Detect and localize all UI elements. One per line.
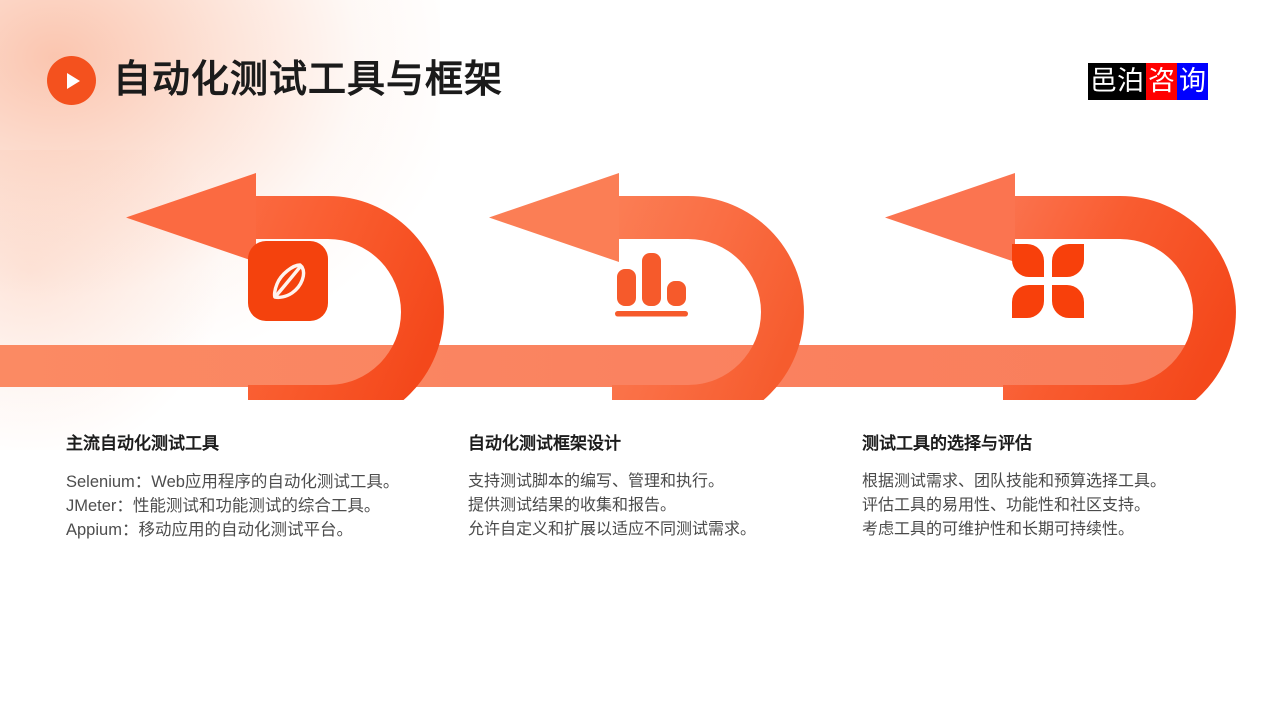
column-2-title: 自动化测试框架设计 bbox=[468, 434, 621, 453]
flow-step-3-icon-slot bbox=[1000, 233, 1096, 329]
brand-logo-black-part: 邑泊 bbox=[1088, 63, 1146, 100]
list-item: 考虑工具的可维护性和长期可持续性。 bbox=[862, 521, 1135, 538]
list-item: Selenium：Web应用程序的自动化测试工具。 bbox=[66, 473, 400, 491]
column-1-lines: Selenium：Web应用程序的自动化测试工具。 JMeter：性能测试和功能… bbox=[66, 470, 458, 542]
list-item: 评估工具的易用性、功能性和社区支持。 bbox=[862, 497, 1151, 514]
list-item: 允许自定义和扩展以适应不同测试需求。 bbox=[468, 521, 757, 538]
list-item: Appium：移动应用的自动化测试平台。 bbox=[66, 521, 353, 539]
page-title: 自动化测试工具与框架 bbox=[113, 59, 504, 101]
column-1-title: 主流自动化测试工具 bbox=[66, 434, 219, 453]
flow-hook-3 bbox=[885, 173, 1236, 400]
brand-logo: 邑泊 咨 询 bbox=[1088, 63, 1208, 100]
list-item: JMeter：性能测试和功能测试的综合工具。 bbox=[66, 497, 381, 515]
list-item: 根据测试需求、团队技能和预算选择工具。 bbox=[862, 473, 1167, 490]
column-2-lines: 支持测试脚本的编写、管理和执行。 提供测试结果的收集和报告。 允许自定义和扩展以… bbox=[468, 470, 850, 542]
slide-header: 自动化测试工具与框架 邑泊 咨 询 bbox=[0, 0, 1280, 140]
content-column-1: 主流自动化测试工具 Selenium：Web应用程序的自动化测试工具。 JMet… bbox=[66, 432, 458, 542]
content-column-3: 测试工具的选择与评估 根据测试需求、团队技能和预算选择工具。 评估工具的易用性、… bbox=[862, 432, 1242, 542]
content-columns: 主流自动化测试工具 Selenium：Web应用程序的自动化测试工具。 JMet… bbox=[0, 432, 1280, 572]
column-3-title: 测试工具的选择与评估 bbox=[862, 434, 1032, 453]
flow-hook-1 bbox=[126, 173, 444, 400]
flow-step-1-icon-slot bbox=[240, 233, 336, 329]
flow-step-2-icon-slot bbox=[603, 233, 699, 329]
four-petal-clover-icon bbox=[1012, 244, 1084, 318]
leaf-pen-icon bbox=[248, 241, 328, 321]
play-icon bbox=[47, 56, 96, 105]
brand-logo-red-part: 咨 bbox=[1146, 63, 1177, 100]
process-flow-graphic bbox=[0, 140, 1280, 400]
content-column-2: 自动化测试框架设计 支持测试脚本的编写、管理和执行。 提供测试结果的收集和报告。… bbox=[468, 432, 850, 542]
flow-hook-2 bbox=[489, 173, 804, 400]
bar-chart-icon bbox=[615, 253, 688, 317]
column-3-lines: 根据测试需求、团队技能和预算选择工具。 评估工具的易用性、功能性和社区支持。 考… bbox=[862, 470, 1242, 542]
flow-baseline-band bbox=[0, 345, 1195, 387]
list-item: 支持测试脚本的编写、管理和执行。 bbox=[468, 473, 725, 490]
list-item: 提供测试结果的收集和报告。 bbox=[468, 497, 677, 514]
play-triangle bbox=[67, 72, 80, 89]
brand-logo-blue-part: 询 bbox=[1177, 63, 1208, 100]
